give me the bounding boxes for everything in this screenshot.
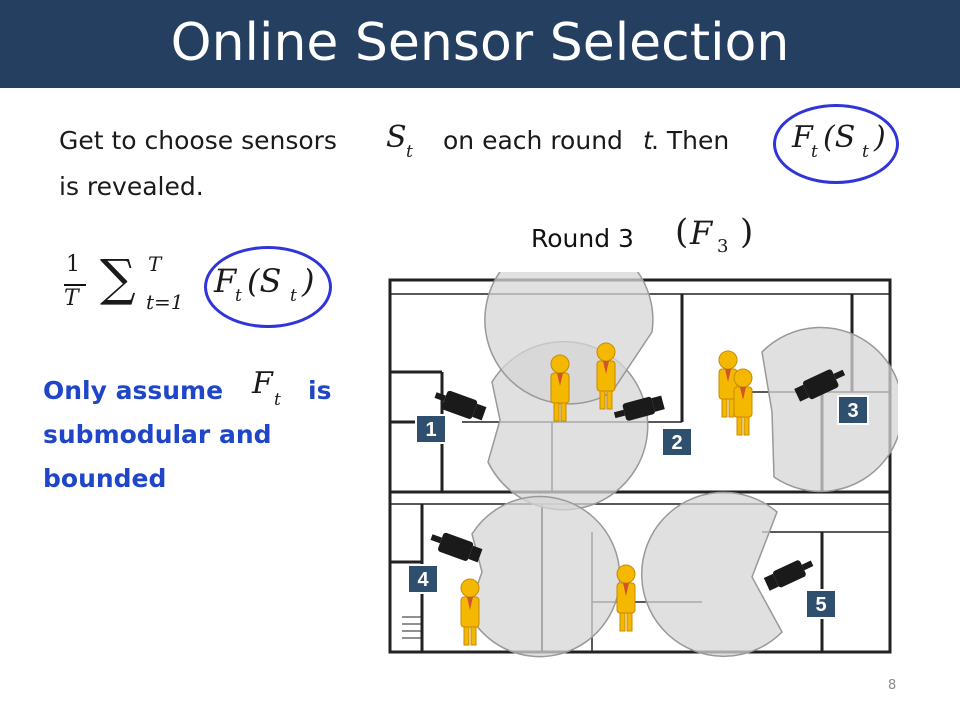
round-label: Round 3 [531, 224, 634, 253]
assumption-line2: submodular and [43, 420, 272, 449]
person-icon [718, 350, 738, 418]
intro-text-line2: is revealed. [59, 172, 204, 201]
intro-text-mid: on each round [443, 126, 623, 155]
slide-title: Online Sensor Selection [170, 13, 790, 73]
sum-F-args-subscript: t [290, 286, 297, 306]
sensor-badge-label: 3 [847, 400, 858, 422]
assumption-math-F: F [252, 366, 273, 401]
sum-F: F [214, 262, 237, 300]
assumption-line1-b: is [308, 376, 332, 405]
sensor-badge-1[interactable]: 1 [415, 414, 447, 444]
sensor-5-coverage [640, 491, 783, 658]
math-F-close: ) [874, 120, 886, 155]
sum-symbol: ∑ [100, 249, 136, 307]
sensor-4-coverage [467, 495, 621, 658]
sum-lower: t=1 [146, 290, 184, 314]
person-icon [733, 368, 753, 436]
sum-F-subscript: t [235, 286, 242, 306]
sum-F-args: (S [247, 262, 282, 300]
person-icon [596, 342, 616, 410]
math-F-args-subscript: t [862, 142, 869, 162]
intro-text-then: . Then [651, 126, 730, 155]
round-math-close-paren: ) [740, 212, 754, 252]
camera-icon-3 [794, 369, 846, 402]
person-icon [616, 564, 636, 632]
fraction-denominator: T [64, 286, 79, 311]
fraction-numerator: 1 [66, 252, 80, 277]
highlight-ellipse-intro [773, 104, 899, 184]
intro-text-prefix: Get to choose sensors [59, 126, 337, 155]
person-icons [460, 342, 753, 646]
assumption-line3: bounded [43, 464, 167, 493]
sensor-badge-2[interactable]: 2 [661, 427, 693, 457]
sensor-badge-5[interactable]: 5 [805, 589, 837, 619]
round-math-F: F [690, 214, 713, 252]
title-bar [0, 0, 960, 88]
sensor-badge-label: 5 [815, 594, 826, 616]
person-icon [460, 578, 480, 646]
person-icon [550, 354, 570, 422]
floor-plan: 1 2 3 4 5 [388, 272, 898, 658]
math-S-subscript: t [406, 142, 413, 162]
sensor-badge-label: 4 [417, 569, 429, 591]
sensor-3-coverage [761, 326, 898, 493]
sum-F-close: ) [302, 262, 315, 300]
camera-icon-2 [613, 395, 665, 421]
sum-upper: T [148, 252, 162, 276]
round-math-subscript: 3 [717, 236, 729, 257]
fraction-bar [64, 284, 86, 286]
sensor-badge-label: 2 [671, 432, 682, 454]
math-S: S [386, 120, 407, 155]
assumption-line1-a: Only assume [43, 376, 224, 405]
camera-icon-5 [763, 560, 814, 591]
page-number: 8 [888, 678, 897, 693]
math-F-subscript: t [811, 142, 818, 162]
intro-text-t: t [643, 126, 653, 155]
highlight-ellipse-sum [204, 246, 332, 328]
math-F-args: (S [823, 120, 856, 155]
assumption-math-subscript: t [274, 390, 281, 410]
sensor-badge-4[interactable]: 4 [407, 564, 439, 594]
sensor-badge-label: 1 [425, 419, 436, 441]
camera-icon-4 [430, 532, 483, 563]
camera-icon-1 [434, 390, 487, 421]
round-math-open-paren: ( [675, 212, 689, 252]
sensor-badge-3[interactable]: 3 [837, 395, 869, 425]
math-F: F [792, 120, 813, 155]
